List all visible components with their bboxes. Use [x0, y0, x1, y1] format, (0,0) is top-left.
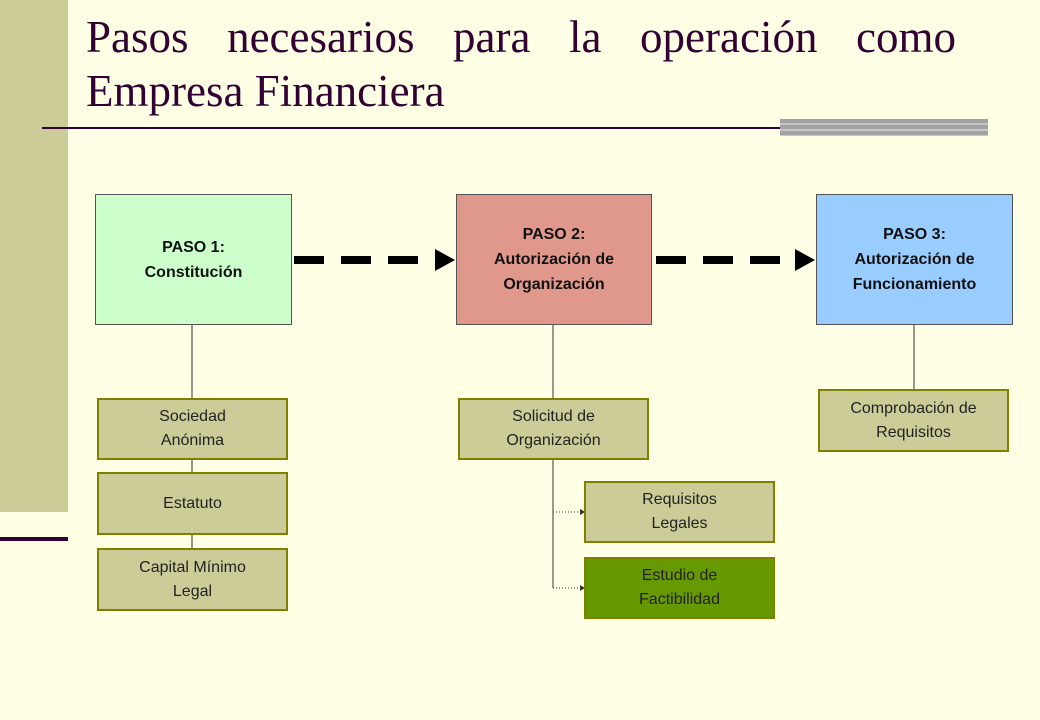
title-underline — [42, 127, 792, 129]
substep-solicitud-de-organizacion: Solicitud de Organización — [458, 398, 649, 460]
substep-estatuto: Estatuto — [97, 472, 288, 535]
step-1-box: PASO 1: Constitución — [95, 194, 292, 325]
substep-sociedad-anonima: Sociedad Anónima — [97, 398, 288, 460]
arrowhead-requisitos-legales — [580, 509, 585, 515]
step-2-box: PASO 2: Autorización de Organización — [456, 194, 652, 325]
slide-title: Pasos necesarios para la operación como … — [86, 12, 956, 116]
title-accent-bar — [780, 119, 988, 136]
sidebar-accent-line — [0, 537, 68, 541]
subsubstep-estudio-de-factibilidad: Estudio de Factibilidad — [584, 557, 775, 619]
arrow-step1-to-step2-head — [435, 249, 455, 271]
step-3-box: PASO 3: Autorización de Funcionamiento — [816, 194, 1013, 325]
arrowhead-estudio-factibilidad — [580, 585, 585, 591]
arrow-step2-to-step3-head — [795, 249, 815, 271]
substep-comprobacion-de-requisitos: Comprobación de Requisitos — [818, 389, 1009, 452]
sidebar-decoration — [0, 0, 68, 512]
subsubstep-requisitos-legales: Requisitos Legales — [584, 481, 775, 543]
substep-capital-minimo-legal: Capital Mínimo Legal — [97, 548, 288, 611]
